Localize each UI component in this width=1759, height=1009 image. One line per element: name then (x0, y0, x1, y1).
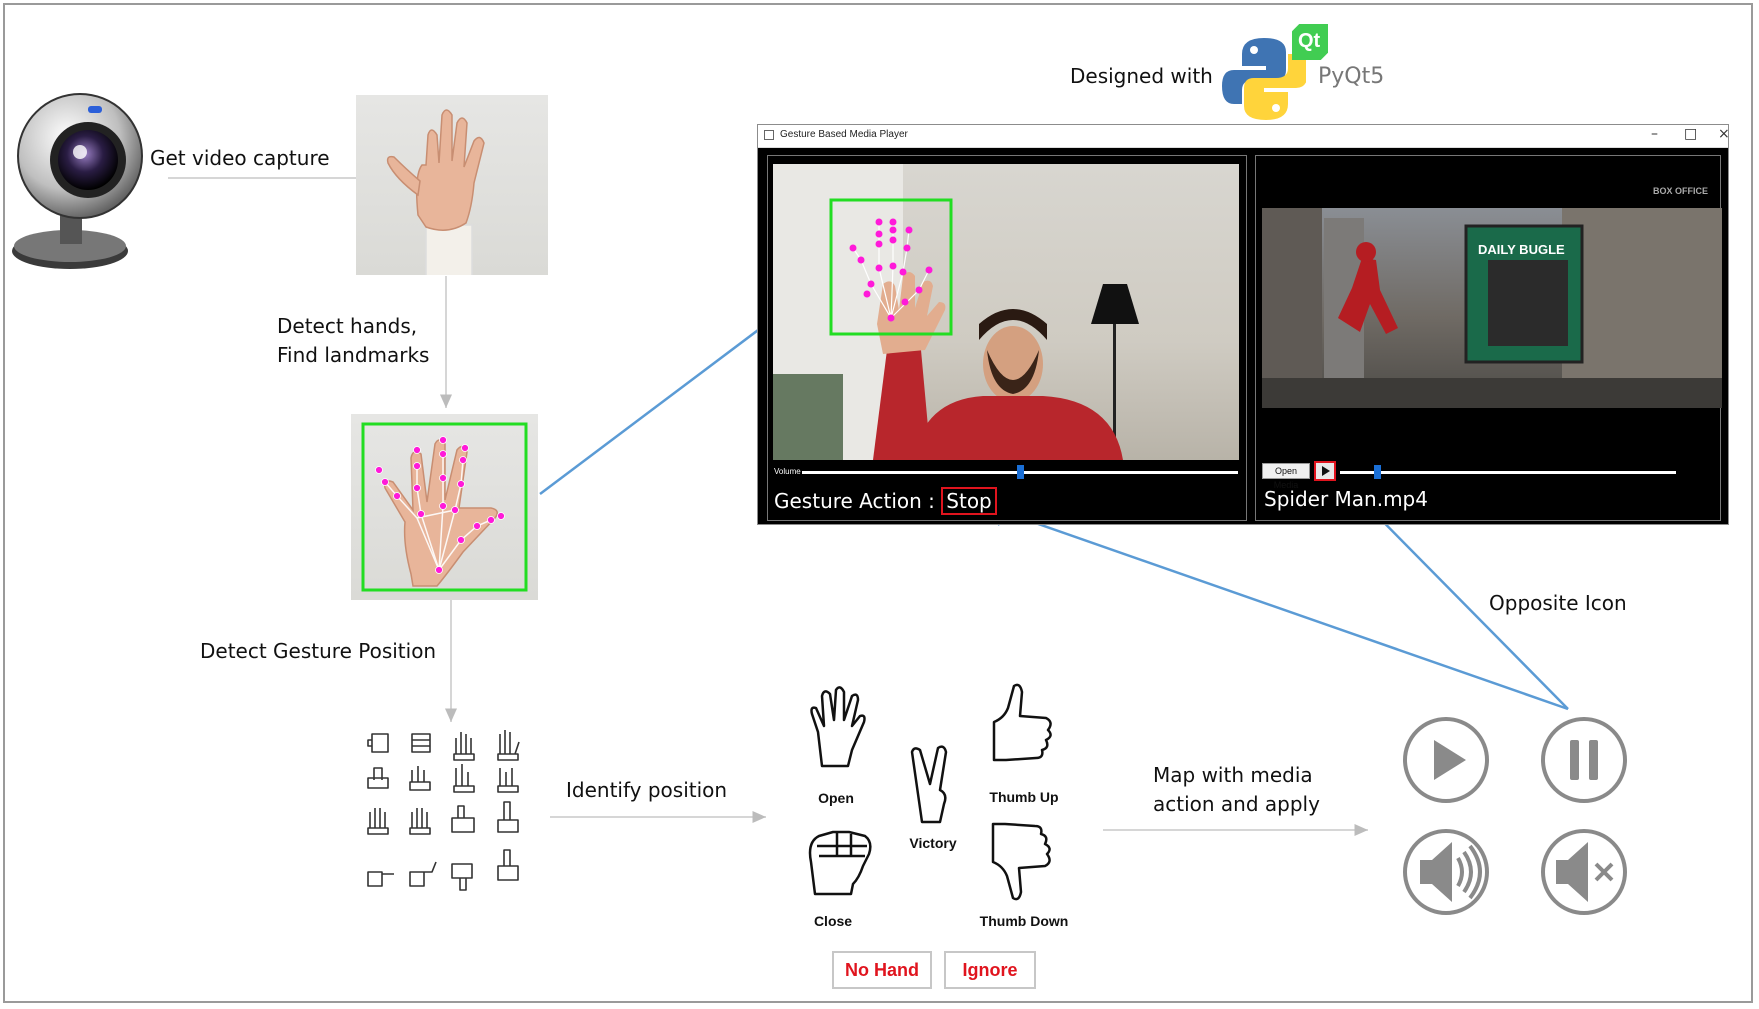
window-title: Gesture Based Media Player (780, 129, 908, 140)
pointing-right-icon (409, 861, 437, 887)
pointing-up-icon (497, 849, 519, 881)
video-watermark: BOX OFFICE (1652, 186, 1708, 196)
victory-gesture-label: Victory (909, 835, 957, 851)
hand-icon (367, 808, 389, 835)
map-label-line2: action and apply (1153, 792, 1320, 816)
maximize-icon[interactable]: □ (1684, 126, 1698, 142)
window-titlebar: Gesture Based Media Player – □ × (758, 125, 1730, 148)
designed-with-label: Designed with (1070, 64, 1213, 88)
pyqt5-label: PyQt5 (1318, 64, 1385, 89)
pause-to-stop-arrow (981, 504, 1569, 711)
volume-slider[interactable] (802, 465, 1238, 479)
media-action-icons (1403, 717, 1627, 915)
video-sign-text: DAILY BUGLE (1478, 242, 1565, 257)
volume-slider-handle[interactable] (1017, 465, 1024, 479)
play-icon (1434, 740, 1466, 780)
open-hand-icon (453, 732, 475, 761)
detect-position-label: Detect Gesture Position (200, 639, 437, 663)
thumb-down-gesture-label: Thumb Down (979, 913, 1069, 929)
gesture-action-prefix: Gesture Action : (774, 489, 942, 513)
gesture-action-label: Gesture Action : Stop (774, 487, 997, 515)
camera-hand-bbox (829, 198, 953, 336)
video-frame: DAILY BUGLE (1262, 208, 1722, 408)
close-gesture-icon (808, 830, 872, 896)
hand-icon (409, 766, 431, 791)
position-slider-handle[interactable] (1374, 465, 1381, 479)
victory-gesture-icon (910, 745, 948, 824)
detect-hands-label-line2: Find landmarks (277, 343, 430, 367)
hand-icon (497, 768, 519, 793)
play-button[interactable] (1314, 461, 1336, 481)
thumb-up-icon (451, 805, 475, 833)
volume-label: Volume (774, 467, 801, 476)
camera-feed (773, 164, 1239, 460)
thumb-up-gesture-label: Thumb Up (989, 789, 1059, 805)
gesture-action-value: Stop (941, 487, 997, 515)
mute-icon (1556, 842, 1614, 902)
thumb-up-gesture-icon (992, 683, 1052, 762)
hand-icon (453, 764, 475, 793)
pointing-right-icon (367, 871, 394, 887)
ignore-status: Ignore (944, 951, 1036, 989)
opposite-icon-label: Opposite Icon (1489, 591, 1627, 615)
play-icon (1322, 466, 1330, 476)
webcam-icon (12, 93, 143, 269)
hand-capture-photo (356, 95, 548, 275)
landmark-detection-photo (351, 414, 538, 600)
open-media-button[interactable]: Open Media (1262, 463, 1310, 490)
no-hand-status: No Hand (832, 951, 932, 989)
capture-label: Get video capture (150, 146, 330, 170)
open-hand-image (386, 109, 485, 275)
python-logo-icon (1222, 38, 1306, 120)
fist-icon (411, 733, 431, 753)
gesture-positions-grid (367, 730, 520, 891)
detect-hands-label-line1: Detect hands, (277, 314, 418, 338)
camera-panel: Volume Gesture Action : Stop (767, 155, 1247, 521)
hand-icon (409, 808, 431, 835)
pointing-hand-icon (367, 767, 389, 789)
open-gesture-icon (810, 686, 866, 768)
thumb-down-icon (451, 863, 473, 891)
hand-bounding-box (361, 422, 528, 592)
pointing-up-icon (497, 801, 519, 833)
identify-position-label: Identify position (566, 778, 728, 802)
minimize-icon[interactable]: – (1651, 126, 1658, 142)
position-slider[interactable] (1340, 465, 1676, 479)
video-panel: BOX OFFICE DAILY BUGLE Open Media Spider… (1255, 155, 1722, 521)
spider-man-scene-image: DAILY BUGLE (1262, 208, 1722, 408)
qt-logo-text: Qt (1298, 30, 1321, 52)
person-with-hand-image (773, 164, 1139, 460)
close-gesture-label: Close (813, 913, 853, 929)
spread-hand-icon (497, 730, 520, 761)
media-player-window: Gesture Based Media Player – □ × (757, 124, 1730, 525)
app-icon (764, 130, 774, 140)
close-icon[interactable]: × (1718, 126, 1730, 142)
map-label-line1: Map with media (1153, 763, 1313, 787)
volume-up-icon (1420, 842, 1482, 902)
media-filename: Spider Man.mp4 (1264, 487, 1428, 511)
pause-icon (1570, 740, 1598, 780)
thumb-down-gesture-icon (991, 822, 1051, 901)
hand-position-icon (367, 733, 389, 753)
open-gesture-label: Open (818, 790, 854, 806)
camera-landmarks-overlay (829, 198, 953, 336)
diagram-frame (3, 3, 1753, 1003)
qt-logo-icon: Qt (1292, 24, 1328, 60)
hand-landmarks-image (361, 422, 528, 592)
